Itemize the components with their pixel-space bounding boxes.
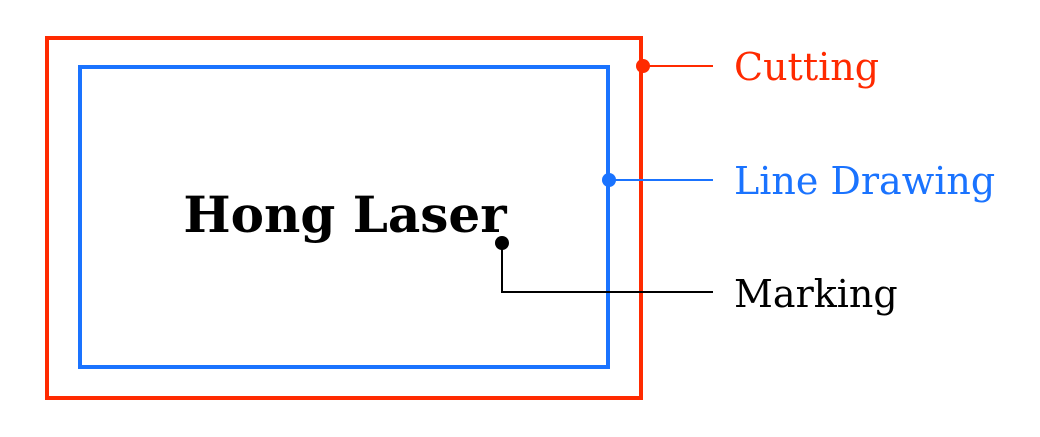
line-drawing-anchor-dot: [602, 173, 616, 187]
cutting-outline: [45, 36, 643, 400]
design-text: Hong Laser: [183, 185, 507, 244]
cutting-anchor-dot: [636, 59, 650, 73]
line-drawing-label: Line Drawing: [734, 159, 995, 203]
line-drawing-callout: Line Drawing: [602, 159, 995, 203]
cutting-label: Cutting: [734, 45, 879, 89]
marking-leader-line: [501, 243, 713, 293]
marking-callout: Marking: [495, 236, 898, 316]
marking-label: Marking: [734, 272, 898, 316]
marking-anchor-dot: [495, 236, 509, 250]
line-drawing-outline: [78, 65, 610, 369]
cutting-callout: Cutting: [636, 45, 879, 89]
